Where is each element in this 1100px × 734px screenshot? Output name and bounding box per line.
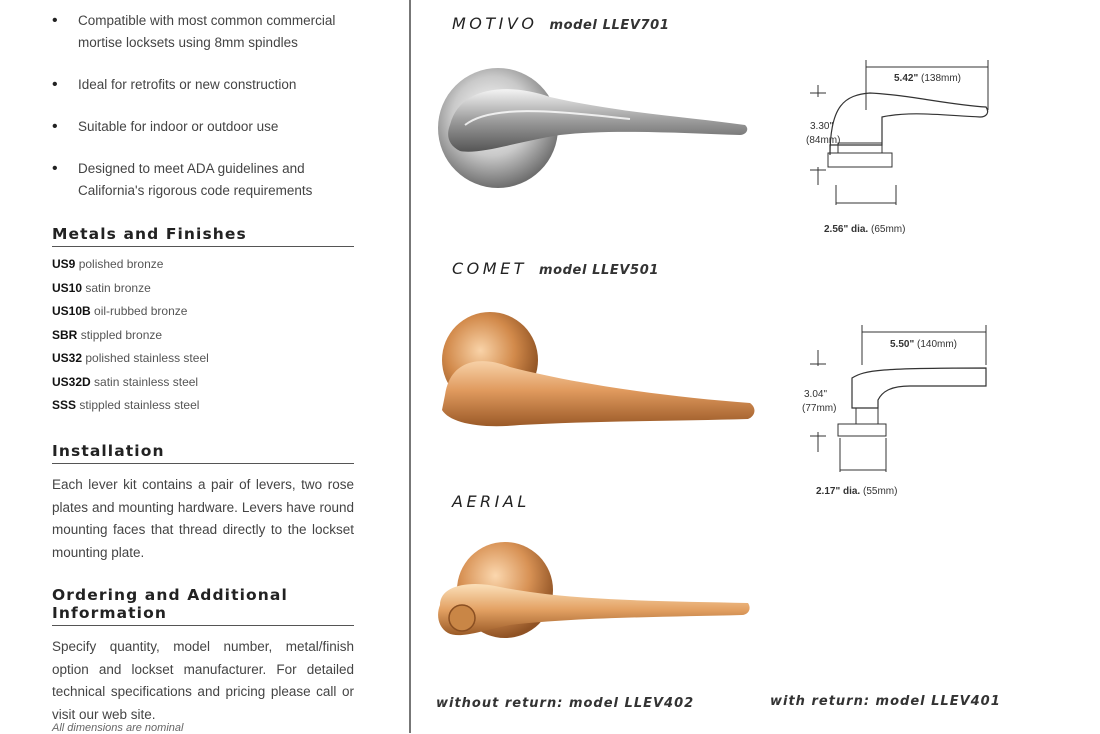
feature-item: •Designed to meet ADA guidelines and Cal… [52,160,313,198]
motivo-dimension-drawing: 5.42" (138mm) 3.30" (84mm) 2.56" dia. (6… [806,60,989,235]
feature-item: •Ideal for retrofits or new construction [52,76,297,93]
finish-item: US10 satin bronze [52,280,151,295]
feature-item: •Compatible with most common commercial … [52,12,336,50]
finish-item: US10B oil-rubbed bronze [52,304,188,318]
left-column: •Compatible with most common commercial … [0,0,410,734]
finish-item: US9 polished bronze [52,257,164,271]
svg-text:5.42" (138mm): 5.42" (138mm) [894,73,961,84]
comet-dia: 2.17" dia. [816,486,860,497]
installation-heading: Installation [52,442,354,464]
installation-text: Each lever kit contains a pair of levers… [52,477,354,560]
motivo-lever-image [438,68,748,188]
ordering-heading: Ordering and Additional Information [52,586,354,626]
column-divider [409,0,411,733]
aerial-lever-image [438,542,750,638]
finish-item: SSS stippled stainless steel [52,398,200,412]
svg-text:2.56" dia. (65mm): 2.56" dia. (65mm) [824,224,905,235]
footnote: All dimensions are nominal [52,722,184,734]
comet-dimension-drawing: 5.50" (140mm) 3.04" (77mm) 2.17" dia. (5… [802,325,987,497]
feature-item: •Suitable for indoor or outdoor use [52,118,279,135]
finish-item: US32 polished stainless steel [52,351,209,365]
svg-text:(77mm): (77mm) [802,403,836,414]
finishes-section: Metals and Finishes US9 polished bronze … [52,225,354,418]
finishes-heading: Metals and Finishes [52,225,354,247]
motivo-height: 3.30" [810,121,833,132]
installation-section: Installation Each lever kit contains a p… [52,442,354,564]
svg-text:2.17" dia. (55mm): 2.17" dia. (55mm) [816,486,897,497]
feature-list: •Compatible with most common commercial … [52,10,352,222]
ordering-section: Ordering and Additional Information Spec… [52,586,354,726]
aerial-heading: AERIAL [452,492,530,511]
svg-text:5.50" (140mm): 5.50" (140mm) [890,339,957,350]
ordering-text: Specify quantity, model number, metal/fi… [52,639,354,722]
comet-lever-image [442,312,755,427]
motivo-length: 5.42" [894,73,918,84]
svg-text:(84mm): (84mm) [806,135,840,146]
comet-height: 3.04" [804,389,827,400]
aerial-without-return: without return: model LLEV402 [436,696,695,711]
comet-length: 5.50" [890,339,914,350]
finish-item: SBR stippled bronze [52,327,163,342]
motivo-dia: 2.56" dia. [824,224,868,235]
finish-item: US32D satin stainless steel [52,374,199,389]
aerial-with-return: with return: model LLEV401 [770,694,1001,709]
